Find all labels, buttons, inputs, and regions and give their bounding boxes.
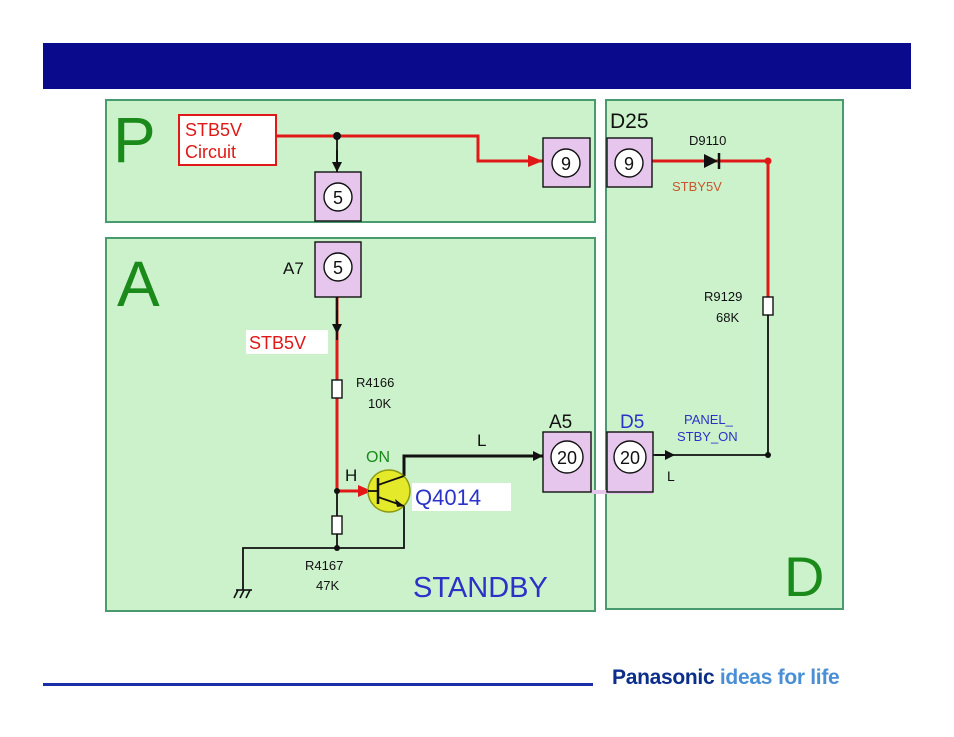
connector-a5: 20 <box>543 432 591 492</box>
board-p-letter: P <box>113 104 156 176</box>
transistor-q4014-icon <box>368 470 410 512</box>
r4167-label: R4167 <box>305 558 343 573</box>
pin-a7: 5 <box>333 258 343 278</box>
resistor-r4167-icon <box>332 516 342 534</box>
junction-dot-red <box>765 158 772 165</box>
stby5v-label: STBY5V <box>672 179 722 194</box>
a5-label: A5 <box>549 412 572 433</box>
connector-d5: 20 <box>607 432 653 492</box>
stb5v-label: STB5V <box>249 333 306 353</box>
l-out-label: L <box>477 431 486 450</box>
connector-d9: 9 <box>607 138 652 187</box>
board-d25-label: D25 <box>610 110 649 133</box>
brand-slogan: ideas for life <box>720 666 840 689</box>
pin-p9: 9 <box>561 154 571 174</box>
pin-d5: 20 <box>620 448 640 468</box>
d5-label: D5 <box>620 412 644 433</box>
r4166-label: R4166 <box>356 375 394 390</box>
a7-label: A7 <box>283 259 304 278</box>
pin-p5: 5 <box>333 188 343 208</box>
l-in-label: L <box>667 468 675 484</box>
r9129-value: 68K <box>716 310 739 325</box>
on-label: ON <box>366 449 390 466</box>
connector-p9: 9 <box>543 138 590 187</box>
stb5v-circuit-line1: STB5V <box>185 120 242 140</box>
panel-stby-on-line1: PANEL_ <box>684 412 734 427</box>
board-d-letter: D <box>784 545 824 608</box>
connector-a7: 5 <box>315 242 361 297</box>
pin-d9: 9 <box>624 154 634 174</box>
d9110-label: D9110 <box>689 133 726 148</box>
footer-line <box>43 683 593 686</box>
resistor-r4166-icon <box>332 380 342 398</box>
standby-label: STANDBY <box>413 572 548 604</box>
r4166-value: 10K <box>368 396 391 411</box>
r9129-label: R9129 <box>704 289 742 304</box>
board-a-letter: A <box>117 248 160 320</box>
stb5v-circuit-line2: Circuit <box>185 142 236 162</box>
h-label: H <box>345 466 357 485</box>
resistor-r9129-icon <box>763 297 773 315</box>
q4014-label: Q4014 <box>415 485 481 510</box>
panel-stby-on-line2: STBY_ON <box>677 429 738 444</box>
brand-logo: Panasonic ideas for life <box>612 666 839 690</box>
connector-p5: 5 <box>315 172 361 221</box>
brand-name: Panasonic <box>612 666 714 689</box>
r4167-value: 47K <box>316 578 339 593</box>
pin-a5: 20 <box>557 448 577 468</box>
